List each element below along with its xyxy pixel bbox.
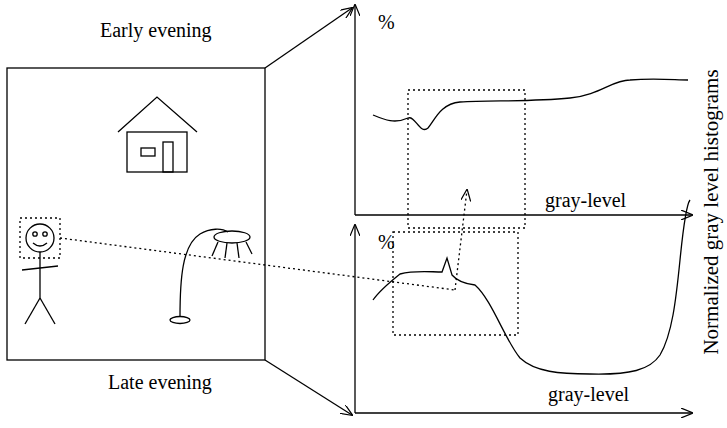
pointer-arrow xyxy=(265,8,352,68)
axis-label: gray-level xyxy=(548,384,629,404)
x-axis xyxy=(355,412,692,413)
dotted-region xyxy=(408,90,525,228)
histogram-curve xyxy=(373,79,688,129)
x-axis xyxy=(355,214,692,215)
pointer-arrow xyxy=(265,360,352,415)
lamp-icon xyxy=(170,229,252,323)
histogram-curve xyxy=(373,200,690,374)
leader-line xyxy=(60,238,455,290)
person-icon xyxy=(20,218,60,324)
house-icon xyxy=(118,97,197,172)
y-axis xyxy=(354,5,355,215)
side-title: Normalized gray level histograms xyxy=(701,69,722,354)
scene-label: Late evening xyxy=(108,372,212,392)
axis-label: % xyxy=(378,232,395,252)
axis-label: % xyxy=(378,12,395,32)
leader-arrow xyxy=(455,190,467,290)
y-axis xyxy=(354,225,355,413)
scene-label: Early evening xyxy=(100,20,212,40)
axis-label: gray-level xyxy=(545,190,626,210)
scene-frame xyxy=(7,68,265,360)
